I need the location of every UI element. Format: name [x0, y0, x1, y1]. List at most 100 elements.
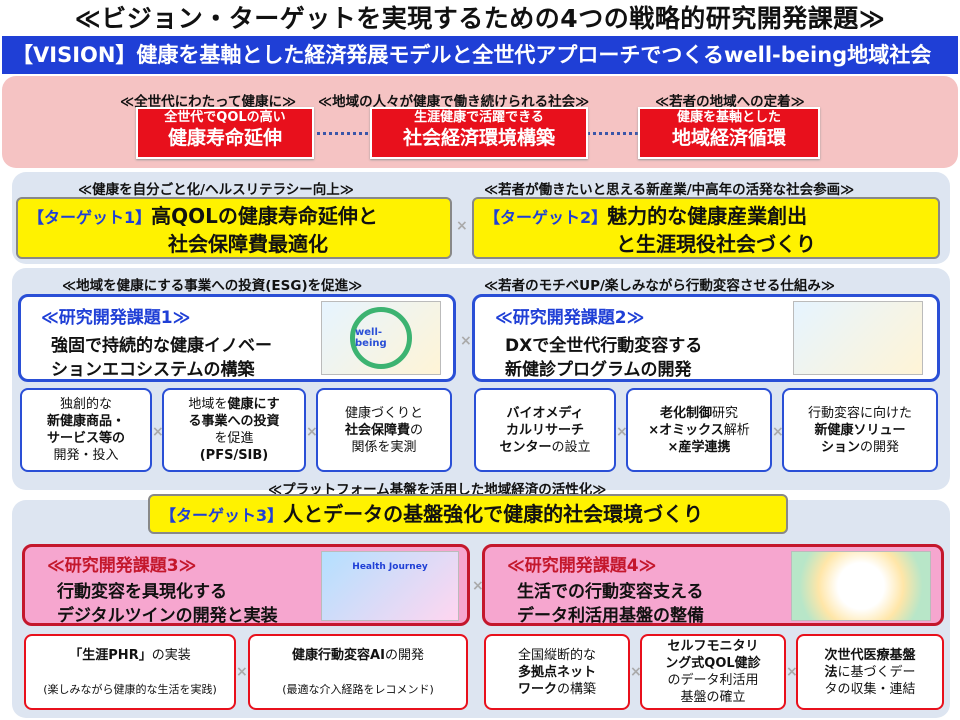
rd4-sub-3: 次世代医療基盤法に基づくデータの収集・連結 [796, 634, 944, 710]
cross-icon: × [472, 578, 484, 594]
sub-text: 解析 [723, 422, 750, 438]
pillar-line1: 健康を基軸とした [676, 110, 781, 125]
sub-text: 関係を実測 [351, 439, 417, 455]
sub-text-bold: ション [820, 439, 860, 455]
rd-1-box: ≪研究開発課題1≫ 強固で持続的な健康イノベー ションエコシステムの構築 wel… [18, 294, 456, 382]
sub-text-bold: 法 [824, 664, 838, 680]
rd-2-box: ≪研究開発課題2≫ DXで全世代行動変容する 新健診プログラムの開発 [472, 294, 940, 382]
sub-text: のデータ利活用 [667, 673, 759, 688]
cross-icon: × [786, 664, 798, 680]
rd-1-image: well-being [321, 301, 441, 375]
sub-text: の構築 [557, 681, 597, 697]
sub-text-bold: ×産学連携 [667, 439, 731, 455]
sub-text: 独創的な [59, 397, 112, 412]
sub-text-bold: 多拠点ネット [517, 664, 596, 680]
sub-text-bold: ワーク [517, 681, 557, 697]
rd2-sub-2: 老化制御研究×オミックス解析×産学連携 [626, 388, 772, 472]
rd-line1: DXで全世代行動変容する [505, 336, 703, 356]
sub-text-bold: カルリサーチ [505, 422, 584, 438]
page-title: ≪ビジョン・ターゲットを実現するための4つの戦略的研究開発課題≫ [74, 4, 886, 33]
rd2-sub-1: バイオメディカルリサーチセンターの設立 [474, 388, 616, 472]
cross-icon: × [152, 424, 164, 440]
wellbeing-diagram: well-being [350, 307, 412, 369]
rd-line1: 生活での行動変容支える [517, 582, 704, 602]
sub-text: 行動変容に向けた [807, 405, 912, 421]
cross-icon: × [630, 664, 642, 680]
target-line1: 人とデータの基盤強化で健康的社会環境づくり [283, 502, 704, 526]
sub-text-bold: 新健康ソリュー [814, 422, 906, 438]
pillar-line2: 地域経済循環 [671, 127, 786, 149]
pillar-header-3: ≪若者の地域への定着≫ [655, 94, 805, 110]
sub-text-bold: (PFS/SIB) [199, 448, 269, 463]
band3-left-header: ≪地域を健康にする事業への投資(ESG)を促進≫ [62, 278, 363, 294]
pillar-line2: 社会経済環境構築 [402, 127, 555, 149]
sub-text-bold: バイオメディ [506, 405, 584, 421]
target-2-box: 【ターゲット2】魅力的な健康産業創出 と生涯現役社会づくり [472, 197, 940, 259]
rd4-sub-1: 全国縦断的な多拠点ネットワークの構築 [484, 634, 630, 710]
pillar-line1: 生涯健康で活躍できる [414, 110, 544, 125]
sub-text-bold: ング式QOL健診 [665, 656, 761, 671]
rd-line2: 新健診プログラムの開発 [505, 360, 692, 380]
sub-text-bold: 社会保障費 [344, 422, 410, 438]
pillar-header-2: ≪地域の人々が健康で働き続けられる社会≫ [318, 94, 590, 110]
sub-text: の開発 [384, 647, 424, 663]
target-line2: 社会保障費最適化 [168, 232, 328, 256]
rd-title: ≪研究開発課題1≫ [41, 308, 191, 328]
target-line1: 高QOLの健康寿命延伸と [151, 204, 378, 228]
sub-text: 研究 [712, 405, 739, 421]
sub-text: 開発・投入 [53, 448, 119, 463]
rd-title: ≪研究開発課題2≫ [495, 308, 645, 328]
pillar-box-3: 健康を基軸とした 地域経済循環 [638, 107, 820, 159]
rd-line1: 行動変容を具現化する [57, 582, 227, 602]
target-line1: 魅力的な健康産業創出 [607, 204, 808, 228]
pillar-line2: 健康寿命延伸 [167, 127, 282, 149]
rd-title: ≪研究開発課題3≫ [47, 556, 197, 576]
sub-text: タの収集・連結 [824, 681, 916, 697]
sub-text-small: (最適な介入経路をレコメンド) [282, 682, 434, 696]
target-3-box: 【ターゲット3】人とデータの基盤強化で健康的社会環境づくり [148, 494, 788, 534]
cross-icon: × [460, 333, 472, 349]
sub-text: 健康づくりと [344, 405, 423, 421]
sub-text-bold: 健康にす [227, 397, 280, 412]
sub-text-bold: 健康行動変容AI [292, 647, 385, 663]
sub-text-bold: ×オミックス [648, 422, 724, 438]
target-line2: と生涯現役社会づくり [616, 232, 816, 256]
rd4-sub-2: セルフモニタリング式QOL健診のデータ利活用基盤の確立 [640, 634, 786, 710]
pillar-header-1: ≪全世代にわたって健康に≫ [120, 94, 297, 110]
rd-line2: ションエコシステムの構築 [51, 360, 255, 380]
target-tag: 【ターゲット2】 [484, 208, 608, 227]
rd-line2: デジタルツインの開発と実装 [57, 606, 278, 626]
pillar-box-2: 生涯健康で活躍できる 社会経済環境構築 [370, 107, 588, 159]
target-tag: 【ターゲット1】 [28, 208, 152, 227]
sub-text: の設立 [551, 439, 591, 455]
vision-banner: 【VISION】健康を基軸とした経済発展モデルと全世代アプローチでつくるwell… [2, 36, 958, 74]
rd-4-box: ≪研究開発課題4≫ 生活での行動変容支える データ利活用基盤の整備 [482, 544, 944, 626]
cross-icon: × [772, 424, 784, 440]
target-1-box: 【ターゲット1】高QOLの健康寿命延伸と 社会保障費最適化 [16, 197, 452, 259]
sub-text-bold: セルフモニタリ [667, 639, 759, 654]
rd1-sub-1: 独創的な新健康商品・サービス等の開発・投入 [20, 388, 152, 472]
sub-text-bold: 新健康商品・ [46, 414, 125, 429]
band2-left-header: ≪健康を自分ごと化/ヘルスリテラシー向上≫ [78, 182, 354, 198]
sub-text-bold: センター [499, 439, 552, 455]
band2-right-header: ≪若者が働きたいと思える新産業/中高年の活発な社会参画≫ [484, 182, 855, 198]
sub-text-bold: 次世代医療基盤 [824, 647, 916, 663]
sub-text-bold: る事業への投資 [188, 414, 280, 429]
sub-text-bold: 「生涯PHR」 [69, 647, 152, 663]
rd1-sub-2: 地域を健康にする事業への投資を促進(PFS/SIB) [162, 388, 306, 472]
rd-line1: 強固で持続的な健康イノベー [51, 336, 272, 356]
rd-line2: データ利活用基盤の整備 [517, 606, 704, 626]
rd-2-image [793, 301, 923, 375]
rd-3-box: ≪研究開発課題3≫ 行動変容を具現化する デジタルツインの開発と実装 Healt… [22, 544, 470, 626]
rd1-sub-3: 健康づくりと社会保障費の関係を実測 [316, 388, 452, 472]
pillar-line1: 全世代でQOLの高い [164, 110, 286, 125]
rd-3-image: Health Journey [321, 551, 459, 621]
sub-text: の [410, 422, 424, 438]
sub-text: を促進 [214, 431, 254, 446]
rd-title: ≪研究開発課題4≫ [507, 556, 657, 576]
sub-text: の開発 [859, 439, 899, 455]
sub-text-bold: サービス等の [46, 431, 125, 446]
sub-text-small: (楽しみながら健康的な生活を実践) [43, 682, 217, 696]
sub-text: 全国縦断的な [517, 647, 596, 663]
sub-text: の実装 [151, 647, 191, 663]
